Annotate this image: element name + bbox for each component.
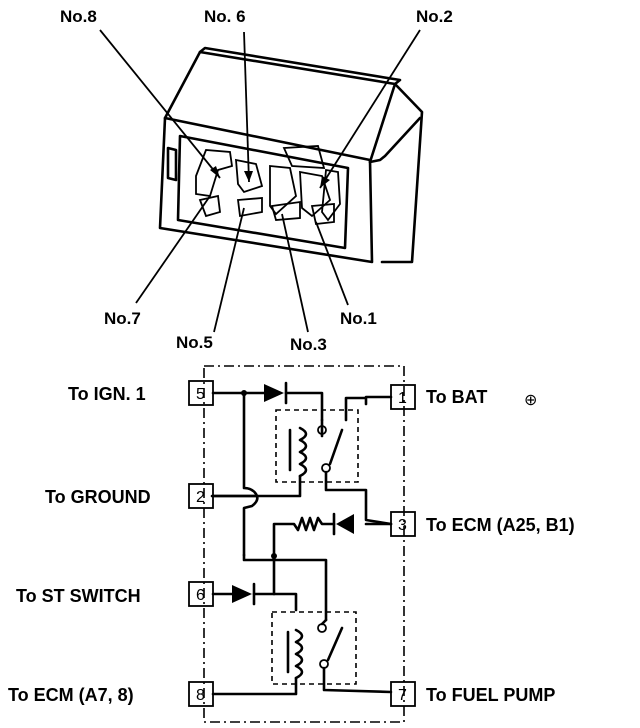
terminal-7 [390,681,416,707]
pin-number-1: 1 [398,390,407,407]
lower-switch-contact [326,626,344,662]
arrowhead-no2 [320,176,330,188]
leader-no5 [213,207,245,333]
terminal-label-ecm-a7: To ECM (A7, 8) [8,685,134,705]
schematic-wiring [210,381,393,696]
pin-number-5: 5 [196,386,205,403]
callout-no6: No. 6 [204,7,246,26]
diode-lower [232,585,252,603]
relay-connector-illustration [158,46,424,264]
pin-number-7: 7 [398,687,407,704]
terminal-label-ecm-a25: To ECM (A25, B1) [426,515,575,535]
callout-no3: No.3 [290,335,327,354]
pin-number-2: 2 [196,489,205,506]
callout-no1: No.1 [340,309,377,328]
terminal-label-ground: To GROUND [45,487,151,507]
pin-number-6: 6 [196,587,205,604]
upper-relay-box [275,409,359,483]
diode-upper [264,384,284,402]
leader-no3 [281,213,309,333]
pin-number-3: 3 [398,517,407,534]
leader-no8 [99,29,221,179]
diode-ecm [336,514,354,534]
terminal-label-ign1: To IGN. 1 [68,384,146,404]
callout-no2: No.2 [416,7,453,26]
pin-leader-lines [99,29,421,333]
leader-no7 [135,195,211,304]
relay-schematic: 5 2 6 8 1 3 7 [188,365,416,723]
callout-no5: No.5 [176,333,213,352]
arrowhead-no8 [210,166,220,178]
leader-no2 [319,29,421,189]
terminal-label-fuel-pump: To FUEL PUMP [426,685,555,705]
upper-switch-contact [328,428,344,466]
callout-no8: No.8 [60,7,97,26]
arrowhead-no6 [244,171,253,182]
leader-no6 [243,31,250,183]
lower-relay-box [271,611,357,685]
housing-outline [203,365,405,723]
bat-positive-symbol: ⊕ [524,392,537,409]
callout-no7: No.7 [104,309,141,328]
terminal-label-bat: To BAT [426,387,487,407]
terminal-label-st-switch: To ST SWITCH [16,586,141,606]
pin-number-8: 8 [196,687,205,704]
leader-no1 [315,221,349,306]
